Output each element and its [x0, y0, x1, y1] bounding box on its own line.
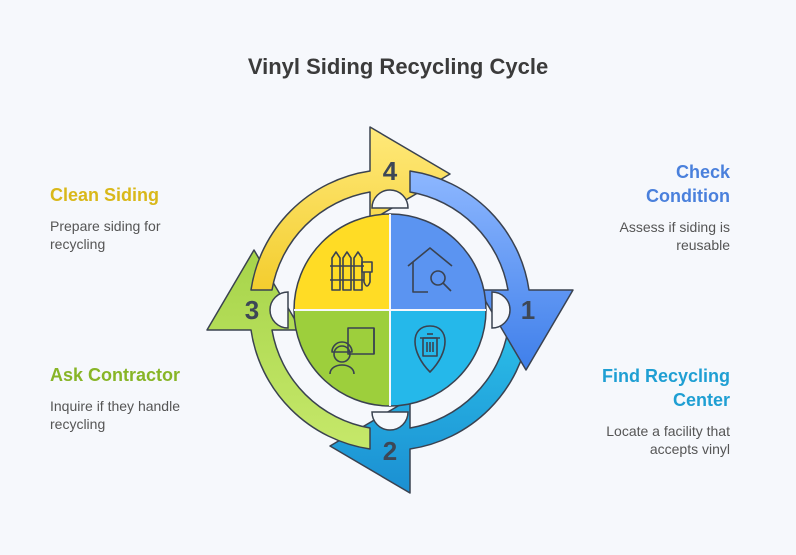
diagram-title: Vinyl Siding Recycling Cycle: [247, 54, 549, 79]
step-check-condition-description: Assess if siding is reusable: [619, 219, 730, 253]
recycle-bin-location-icon: [414, 325, 446, 373]
step-clean-siding-description: Prepare siding for recycling: [50, 218, 161, 252]
step-clean-siding: Clean Siding Prepare siding for recyclin…: [50, 183, 250, 253]
step-find-recycling-center: Find Recycling Center Locate a facility …: [530, 364, 730, 458]
step-number-2: 2: [383, 436, 397, 466]
arrow-step-3: [206, 249, 371, 450]
step-find-recycling-center-title: Find Recycling Center: [601, 366, 730, 410]
step-clean-siding-title: Clean Siding: [50, 185, 160, 205]
step-check-condition: Check Condition Assess if siding is reus…: [530, 160, 730, 254]
quadrant-check-condition: [390, 214, 486, 310]
quadrant-clean-siding: [294, 214, 390, 310]
step-ask-contractor: Ask Contractor Inquire if they handle re…: [50, 363, 250, 433]
step-number-3: 3: [245, 295, 259, 325]
notch-left: [269, 291, 289, 329]
fence-paintbrush-icon: [330, 251, 373, 291]
step-number-1: 1: [521, 295, 535, 325]
quadrant-ask-contractor: [294, 310, 390, 406]
step-find-recycling-center-description: Locate a facility that accepts vinyl: [606, 423, 730, 457]
notch-bottom: [371, 411, 409, 431]
arrow-step-1: [409, 170, 574, 371]
arrow-step-2: [329, 329, 530, 494]
notch-top: [371, 189, 409, 209]
arrow-step-4: [250, 126, 451, 291]
contractor-blueprint-icon: [329, 327, 375, 375]
notch-right: [491, 291, 511, 329]
quadrant-find-recycling: [390, 310, 486, 406]
step-ask-contractor-title: Ask Contractor: [50, 365, 181, 385]
house-search-icon: [407, 247, 453, 293]
step-number-4: 4: [383, 156, 398, 186]
step-ask-contractor-description: Inquire if they handle recycling: [50, 398, 180, 432]
step-check-condition-title: Check Condition: [646, 162, 730, 206]
